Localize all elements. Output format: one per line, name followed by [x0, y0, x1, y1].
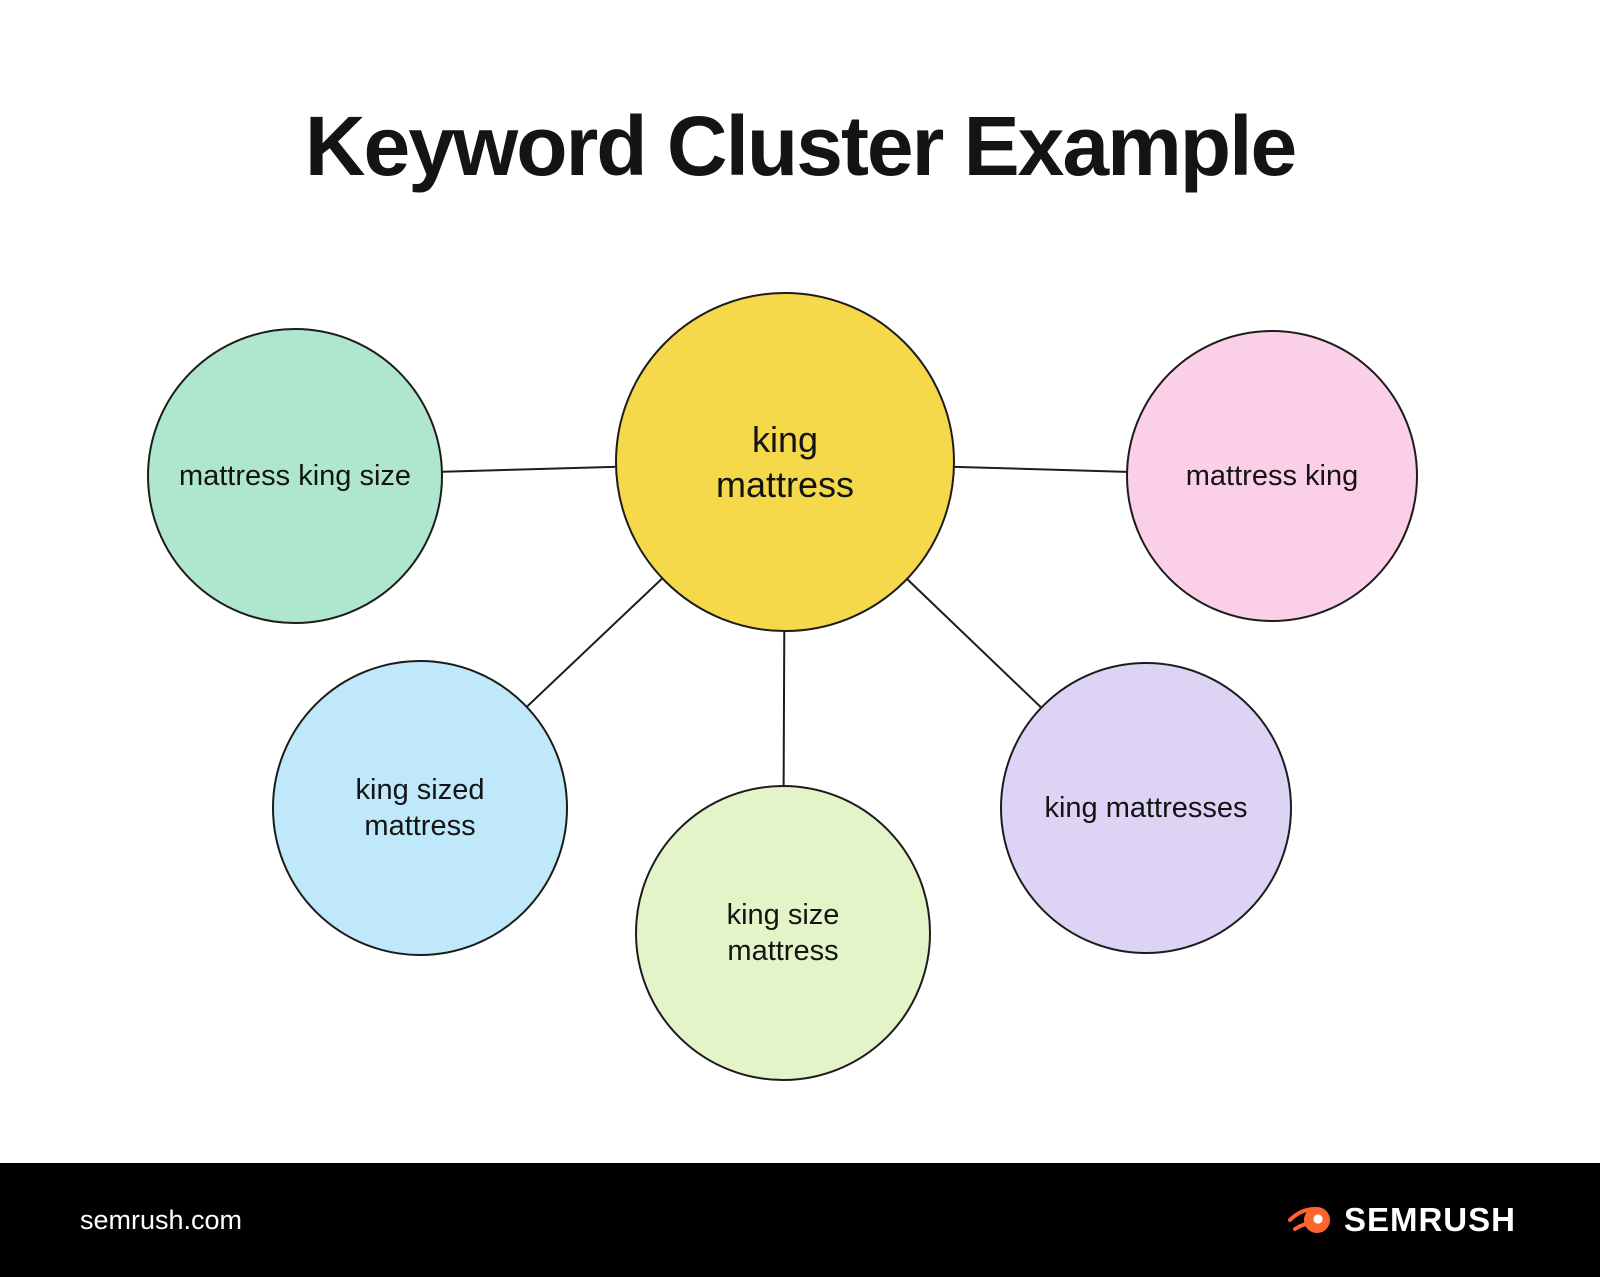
node-label: king mattresses — [1044, 791, 1248, 824]
node-label: king mattress — [715, 419, 855, 505]
node-mattress-king: mattress king — [1126, 330, 1418, 622]
node-king-mattresses: king mattresses — [1000, 662, 1292, 954]
node-label: king size mattress — [726, 898, 840, 967]
footer-site-url: semrush.com — [80, 1204, 243, 1235]
node-label: king sized mattress — [355, 773, 485, 842]
semrush-wordmark: SEMRUSH — [1343, 1201, 1516, 1238]
semrush-logo: SEMRUSH — [1287, 1200, 1516, 1240]
semrush-flame-icon — [1287, 1207, 1330, 1233]
node-king-sized-mattress: king sized mattress — [272, 660, 568, 956]
footer-bar: semrush.com SEMRUSH — [0, 1163, 1600, 1277]
page-title: Keyword Cluster Example — [304, 99, 1297, 193]
node-label: mattress king — [1185, 459, 1359, 492]
node-king-size-mattress: king size mattress — [635, 785, 931, 1081]
node-mattress-king-size: mattress king size — [147, 328, 443, 624]
node-label: mattress king size — [178, 459, 412, 492]
node-king-mattress: king mattress — [615, 292, 955, 632]
